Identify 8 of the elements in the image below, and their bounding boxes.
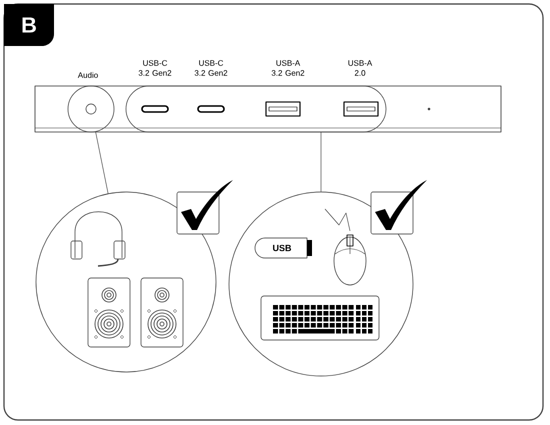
usb-drive: USB (254, 238, 312, 258)
connector-line (95, 132, 108, 194)
section-badge: B (4, 4, 54, 46)
detail-circle (228, 192, 414, 376)
port-group (126, 86, 386, 132)
detail-circle (36, 192, 216, 372)
connector-line (320, 132, 322, 192)
jack-circle (68, 86, 114, 132)
